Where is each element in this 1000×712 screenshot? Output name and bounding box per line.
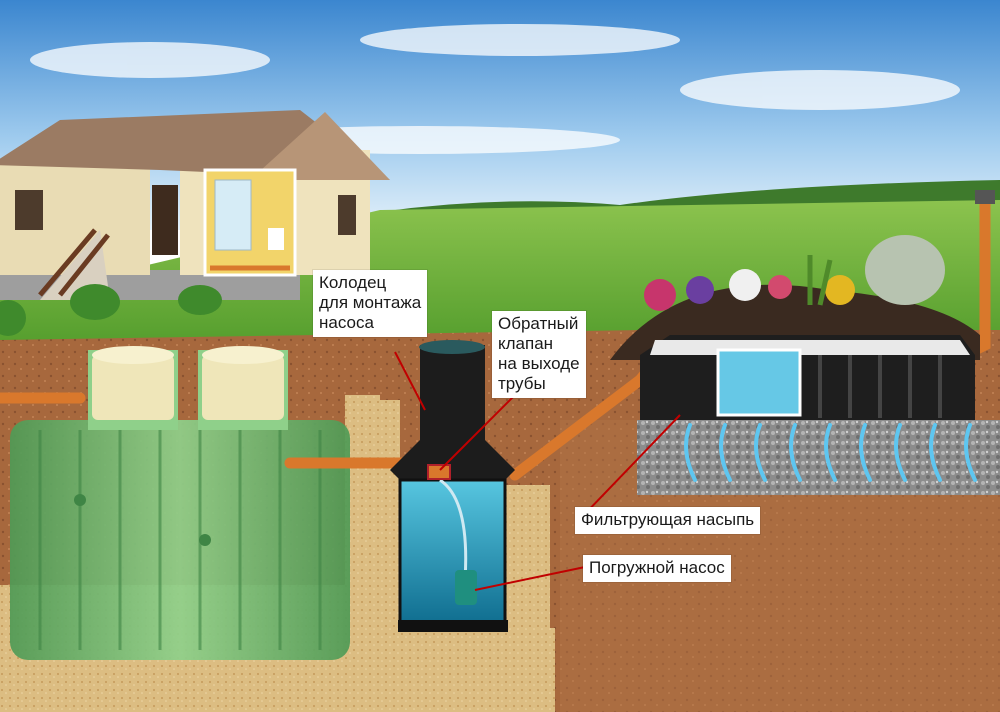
label-check-valve-line3: на выходе [498, 354, 580, 373]
toilet [268, 228, 284, 250]
vent-cap [975, 190, 995, 204]
label-submersible-pump-text: Погружной насос [589, 558, 725, 577]
septic-lid-right-top [202, 346, 284, 364]
house-window-right [338, 195, 356, 235]
septic-lid-right [202, 355, 284, 420]
septic-tank-body [10, 420, 350, 660]
callout-leader-lines [394, 351, 681, 591]
septic-lid-left [92, 355, 174, 420]
sand-wall-well-right [500, 485, 550, 635]
bushes [0, 284, 222, 336]
sand-wall-well-left [370, 400, 400, 635]
submersible-pump-unit [455, 570, 477, 605]
house-window-left [15, 190, 43, 230]
house-roof-gable [250, 112, 390, 180]
leader-filter-bed [579, 414, 681, 520]
label-pump-well-line1: Колодец [319, 273, 387, 292]
check-valve-unit [427, 464, 451, 480]
septic-lid-left-top [92, 346, 174, 364]
flowers [644, 235, 945, 311]
label-submersible-pump: Погружной насос [583, 555, 731, 582]
leader-pump [474, 566, 586, 591]
pump-well [390, 340, 515, 632]
house-door [152, 185, 178, 255]
leader-pump-well [394, 351, 426, 411]
filter-bed [610, 235, 1000, 495]
porch-rail [38, 228, 110, 297]
label-pump-well: Колодец для монтажа насоса [313, 270, 428, 337]
tank-porthole [74, 494, 86, 506]
label-check-valve-line2: клапан [498, 334, 554, 353]
shower-cabin [214, 179, 252, 251]
porch-stairs [40, 230, 110, 300]
label-filter-bed: Фильтрующая насыпь [575, 507, 761, 534]
filter-water-window [716, 348, 802, 417]
pump-well-lid [419, 340, 485, 354]
label-check-valve-line4: трубы [498, 374, 546, 393]
label-check-valve: Обратный клапан на выходе трубы [492, 311, 586, 398]
pump-well-body [398, 478, 507, 627]
label-pump-well-line3: насоса [319, 313, 374, 332]
tank-porthole-2 [199, 534, 211, 546]
filter-infiltrator-cover [650, 340, 970, 355]
label-pump-well-line2: для монтажа [319, 293, 422, 312]
gravel-filter-bed [637, 420, 1000, 495]
pump-well-cone [390, 440, 515, 485]
pump-well-base [398, 620, 508, 632]
water-seepage [684, 423, 977, 482]
house [0, 110, 390, 300]
septic-tank [10, 346, 350, 660]
label-check-valve-line1: Обратный [498, 314, 579, 333]
pump-hose [439, 478, 468, 581]
leader-check-valve [439, 394, 516, 471]
sand-base-well [345, 628, 555, 712]
label-filter-bed-text: Фильтрующая насыпь [581, 510, 755, 529]
